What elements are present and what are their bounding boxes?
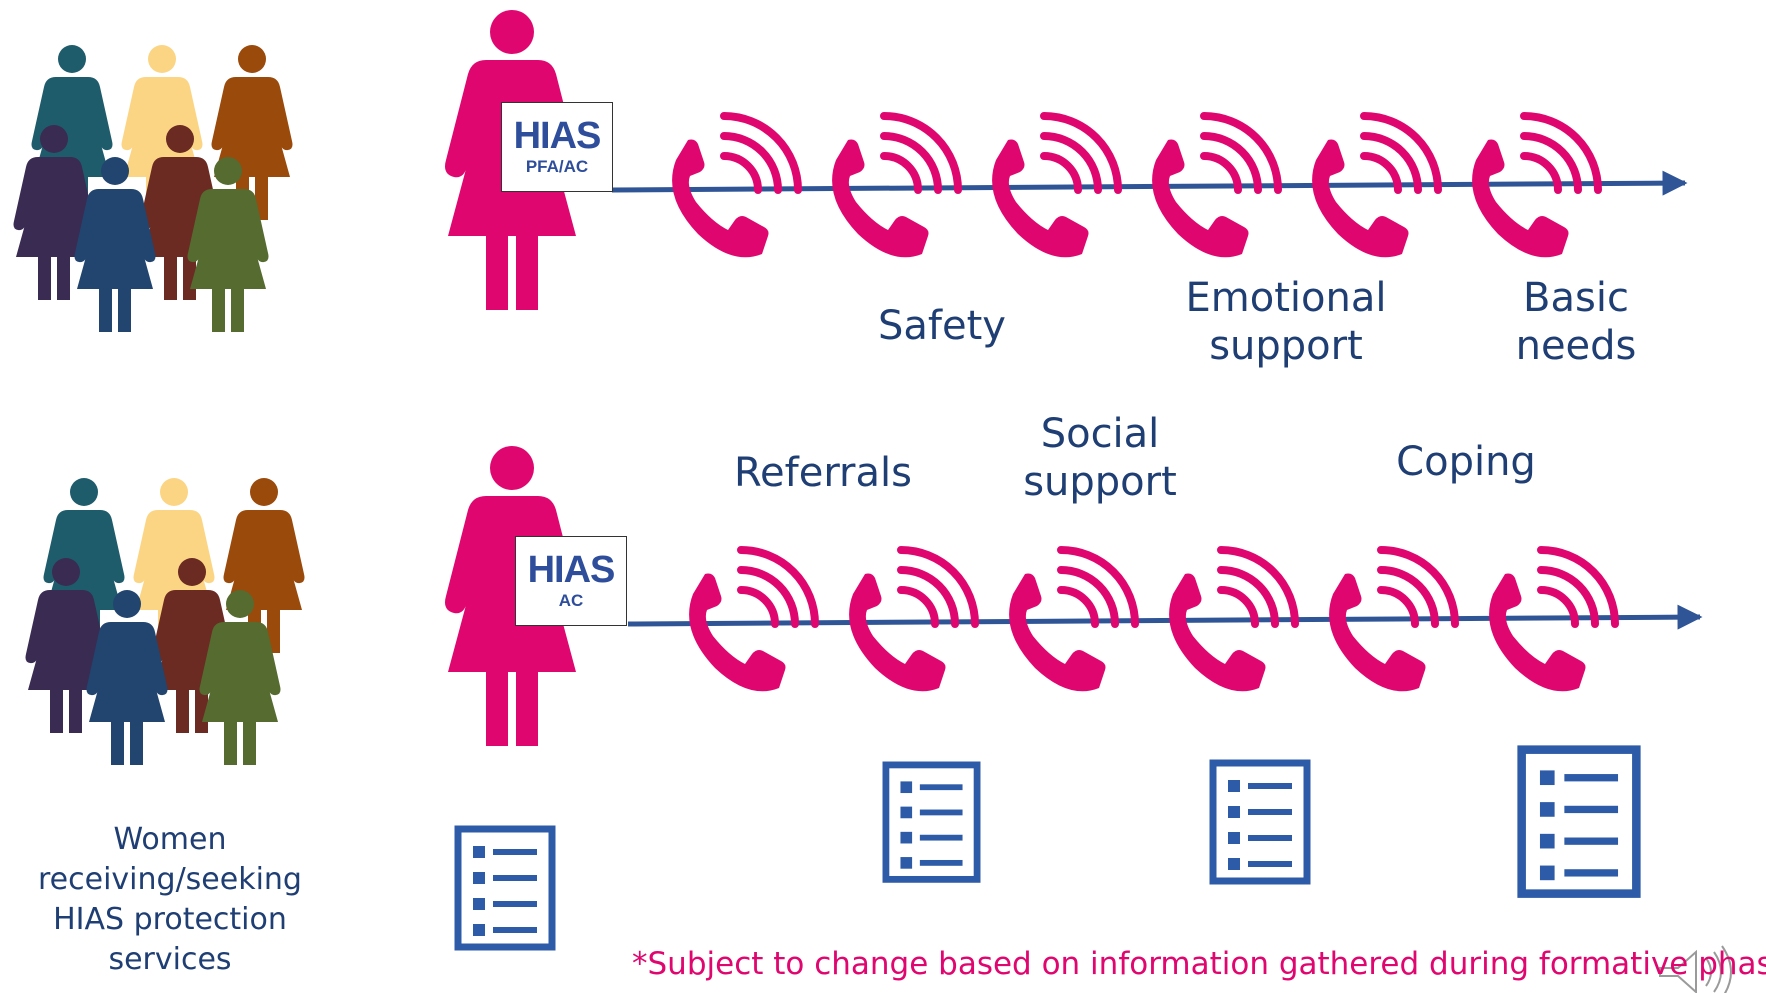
group-of-women-icon bbox=[25, 478, 305, 765]
hias-logo: HIAS bbox=[527, 549, 616, 591]
timeline-arrow bbox=[627, 604, 1703, 630]
topic-label-referrals: Referrals bbox=[734, 450, 912, 496]
checklist-icon bbox=[458, 829, 552, 947]
timeline-arrow bbox=[611, 170, 1688, 196]
topic-label-coping: Coping bbox=[1396, 439, 1536, 485]
footnote: *Subject to change based on information … bbox=[632, 946, 1766, 982]
badge-role-label: PFA/AC bbox=[525, 157, 589, 176]
hias-logo: HIAS bbox=[513, 115, 602, 157]
group-of-women-icon bbox=[13, 45, 293, 332]
group-caption: Women receiving/seeking HIAS protection … bbox=[38, 822, 302, 977]
hias-badge: HIAS AC bbox=[515, 536, 627, 626]
phone-ringing-icon bbox=[672, 116, 798, 257]
checklist-icon bbox=[886, 765, 977, 879]
hias-badge: HIAS PFA/AC bbox=[501, 102, 613, 192]
checklist-icon bbox=[1522, 750, 1637, 894]
badge-role-label: AC bbox=[558, 591, 584, 610]
speaker-icon bbox=[1659, 945, 1732, 993]
phone-ringing-icon bbox=[689, 550, 815, 691]
topic-label-social-support: Social support bbox=[1023, 411, 1177, 505]
checklist-icon bbox=[1213, 763, 1307, 881]
topic-label-basic-needs: Basic needs bbox=[1515, 275, 1637, 369]
topic-label-safety: Safety bbox=[878, 303, 1006, 349]
topic-label-emotional-support: Emotional support bbox=[1185, 275, 1387, 369]
